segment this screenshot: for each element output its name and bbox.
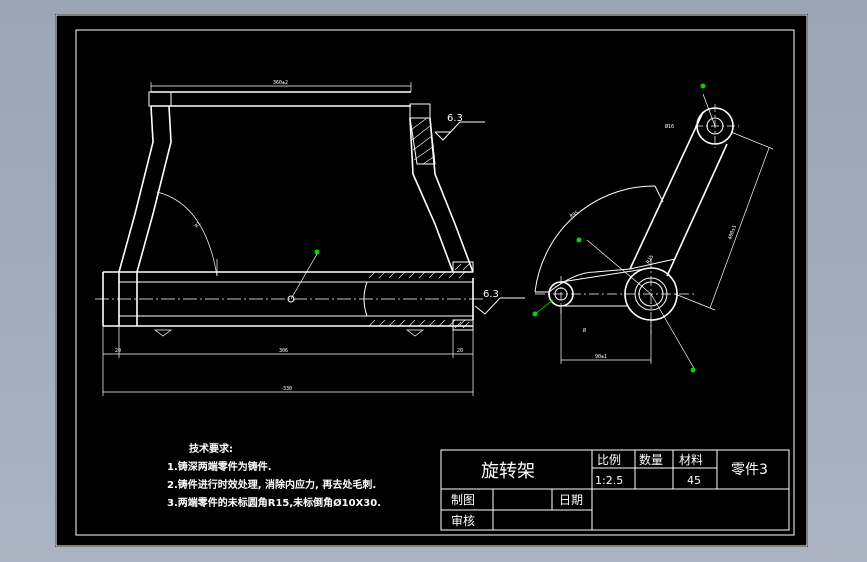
qty-label: 数量 [639, 452, 663, 467]
svg-text:R25: R25 [646, 254, 656, 265]
scale-label: 比例 [597, 453, 621, 467]
inner-frame [75, 29, 795, 536]
technical-notes: 技术要求: 1.铸深两端零件为铸件. 2.铸件进行时效处理, 消除内应力, 再去… [167, 442, 381, 509]
svg-text:R95: R95 [569, 210, 580, 220]
svg-text:90±1: 90±1 [595, 354, 607, 360]
date-label: 日期 [559, 493, 583, 507]
drawing-sheet: 6.3 [55, 14, 808, 547]
material-value: 45 [687, 474, 701, 487]
part-no: 零件3 [731, 462, 768, 478]
svg-text:360±2: 360±2 [273, 80, 288, 86]
check-label: 审核 [451, 513, 475, 528]
outer-frame [55, 14, 808, 547]
svg-text:330: 330 [283, 386, 292, 392]
svg-text:400±1: 400±1 [727, 224, 738, 240]
part-name: 旋转架 [481, 461, 535, 482]
note-3: 3.两端零件的未标圆角R15,未标倒角Ø10X30. [167, 496, 381, 509]
roughness-top: 6.3 [447, 113, 463, 124]
material-label: 材料 [679, 453, 703, 467]
title-block: 旋转架 比例 1:2.5 数量 材料 45 零件3 制图 日期 审核 [440, 449, 790, 531]
svg-text:Ø16: Ø16 [665, 123, 674, 130]
front-view: 6.3 [95, 80, 525, 396]
notes-heading: 技术要求: [189, 442, 233, 455]
svg-text:20: 20 [457, 348, 463, 354]
svg-text:R1: R1 [194, 221, 202, 229]
side-view: 400±1 Ø16 R95 R25 90±1 Ø [532, 83, 774, 373]
drawn-label: 制图 [451, 493, 475, 507]
note-2: 2.铸件进行时效处理, 消除内应力, 再去处毛刺. [167, 478, 376, 491]
svg-text:306: 306 [279, 348, 288, 354]
roughness-mid: 6.3 [483, 289, 499, 300]
note-1: 1.铸深两端零件为铸件. [167, 460, 272, 473]
scale-value: 1:2.5 [595, 474, 623, 487]
svg-text:Ø: Ø [583, 327, 586, 334]
cad-drawing: 6.3 [55, 14, 808, 547]
svg-text:20: 20 [115, 348, 121, 354]
